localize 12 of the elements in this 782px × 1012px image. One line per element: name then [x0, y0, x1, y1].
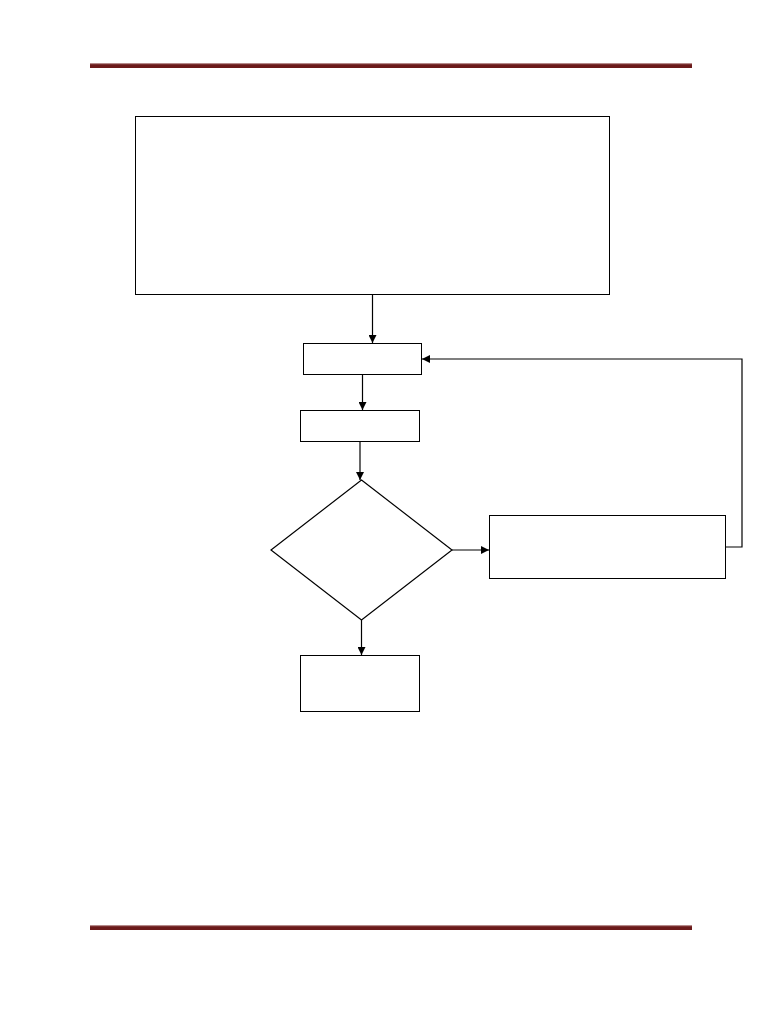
process-box [489, 515, 726, 579]
decision-diamond [271, 480, 452, 620]
process-box [300, 410, 420, 442]
arrow [357, 619, 366, 656]
arrow [451, 546, 490, 554]
process-box [300, 655, 420, 712]
process-box [303, 343, 422, 375]
arrow [368, 294, 377, 344]
arrow [358, 374, 367, 411]
process-box [135, 116, 610, 295]
arrow [356, 441, 364, 481]
arrow [421, 355, 743, 548]
